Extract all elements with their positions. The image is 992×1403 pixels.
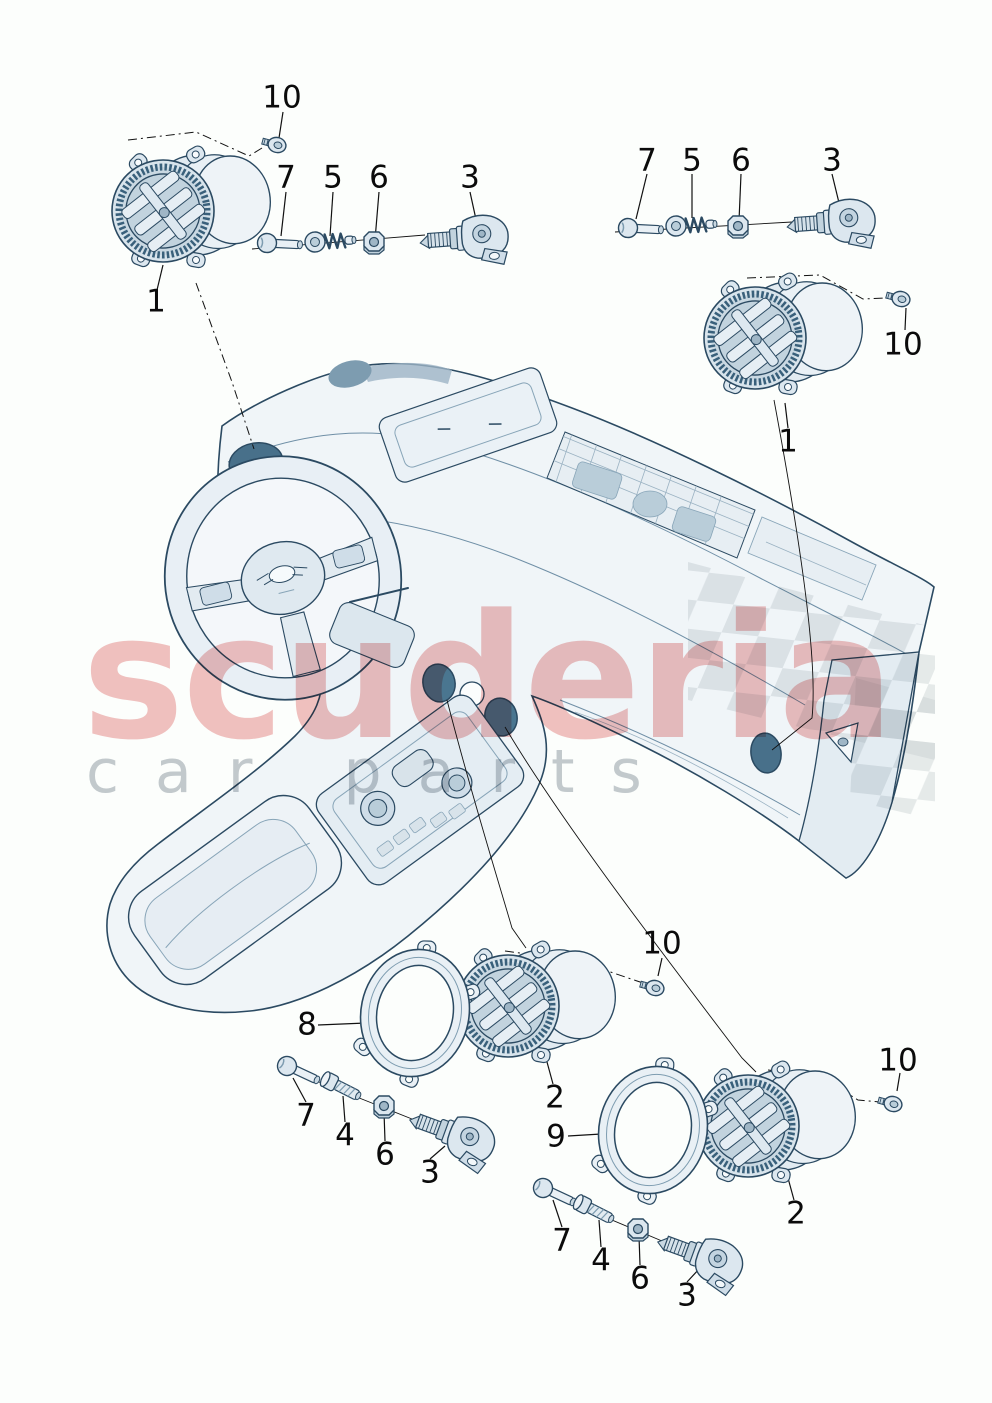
part-bolt-7-top-left xyxy=(256,232,304,256)
part-stud-4-bottom-left xyxy=(317,1069,365,1105)
part-bolt-7-top-right xyxy=(617,217,665,241)
center-console xyxy=(127,663,525,986)
part-air-vent-1-right xyxy=(694,257,873,409)
part-nut-6-top-left xyxy=(363,231,385,255)
part-actuator-3-top-left xyxy=(417,212,511,271)
part-screw-10-top-left xyxy=(259,133,289,156)
part-trim-ring-9 xyxy=(582,1044,730,1217)
part-air-vent-1-left xyxy=(102,130,281,282)
part-nut-6-top-right xyxy=(727,215,749,239)
steering-wheel xyxy=(163,455,415,701)
part-air-vent-2-middle xyxy=(447,925,626,1077)
part-nut-6-bottom-right xyxy=(627,1218,649,1242)
part-nut-6-bottom-left xyxy=(373,1095,395,1119)
part-actuator-3-bottom-left xyxy=(399,1097,502,1177)
part-air-vent-2-right xyxy=(687,1045,866,1197)
part-bolt-7-bottom-left xyxy=(273,1052,324,1091)
part-screw-10-bottom-middle xyxy=(637,976,667,999)
part-screw-10-bottom-right xyxy=(875,1092,905,1115)
part-actuator-3-top-right xyxy=(784,196,878,255)
part-actuator-3-bottom-right xyxy=(647,1219,750,1299)
part-stud-4-bottom-right xyxy=(570,1192,618,1228)
part-screw-10-top-right xyxy=(883,287,913,310)
dashboard-illustration xyxy=(106,360,935,1014)
